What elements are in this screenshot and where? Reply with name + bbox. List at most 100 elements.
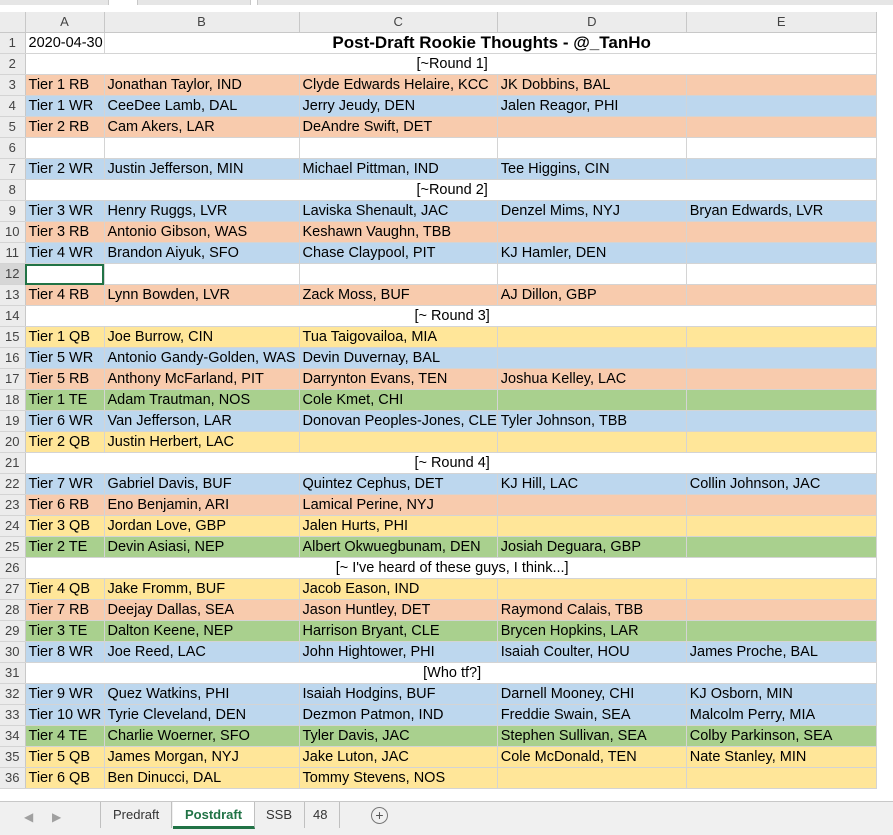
tier-cell[interactable]: Tier 4 WR: [25, 242, 105, 264]
player-cell[interactable]: AJ Dillon, GBP: [497, 284, 687, 306]
player-cell[interactable]: [497, 515, 687, 537]
player-cell[interactable]: Brycen Hopkins, LAR: [497, 620, 687, 642]
player-cell[interactable]: Quez Watkins, PHI: [104, 683, 300, 705]
sheet-tab-ssb[interactable]: SSB: [254, 802, 306, 828]
player-cell[interactable]: Laviska Shenault, JAC: [299, 200, 498, 222]
player-cell[interactable]: Tommy Stevens, NOS: [299, 767, 498, 789]
player-cell[interactable]: Freddie Swain, SEA: [497, 704, 687, 726]
player-cell[interactable]: Gabriel Davis, BUF: [104, 473, 300, 495]
player-cell[interactable]: Isaiah Coulter, HOU: [497, 641, 687, 663]
player-cell[interactable]: Keshawn Vaughn, TBB: [299, 221, 498, 243]
player-cell[interactable]: [686, 767, 877, 789]
player-cell[interactable]: CeeDee Lamb, DAL: [104, 95, 300, 117]
row-number[interactable]: 6: [0, 137, 26, 159]
tier-cell[interactable]: Tier 5 WR: [25, 347, 105, 369]
player-cell[interactable]: Cole McDonald, TEN: [497, 746, 687, 768]
row-number[interactable]: 11: [0, 242, 26, 264]
tier-cell[interactable]: Tier 2 RB: [25, 116, 105, 138]
player-cell[interactable]: Jalen Reagor, PHI: [497, 95, 687, 117]
tier-cell[interactable]: Tier 3 TE: [25, 620, 105, 642]
tier-cell[interactable]: Tier 4 RB: [25, 284, 105, 306]
empty-cell[interactable]: [686, 263, 877, 285]
player-cell[interactable]: Jerry Jeudy, DEN: [299, 95, 498, 117]
player-cell[interactable]: [686, 221, 877, 243]
player-cell[interactable]: [686, 431, 877, 453]
player-cell[interactable]: Cole Kmet, CHI: [299, 389, 498, 411]
prev-sheet-icon[interactable]: ◀: [24, 810, 34, 824]
player-cell[interactable]: Adam Trautman, NOS: [104, 389, 300, 411]
row-number[interactable]: 36: [0, 767, 26, 789]
player-cell[interactable]: Lamical Perine, NYJ: [299, 494, 498, 516]
player-cell[interactable]: [497, 221, 687, 243]
player-cell[interactable]: Raymond Calais, TBB: [497, 599, 687, 621]
column-header-e[interactable]: E: [686, 12, 877, 33]
round-header[interactable]: [~ I've heard of these guys, I think...]: [25, 557, 877, 579]
player-cell[interactable]: [686, 620, 877, 642]
player-cell[interactable]: Clyde Edwards Helaire, KCC: [299, 74, 498, 96]
round-header[interactable]: [Who tf?]: [25, 662, 877, 684]
player-cell[interactable]: Deejay Dallas, SEA: [104, 599, 300, 621]
horizontal-scrollbar[interactable]: [400, 808, 893, 822]
row-number[interactable]: 29: [0, 620, 26, 642]
tier-cell[interactable]: Tier 2 TE: [25, 536, 105, 558]
player-cell[interactable]: Jason Huntley, DET: [299, 599, 498, 621]
player-cell[interactable]: John Hightower, PHI: [299, 641, 498, 663]
row-number[interactable]: 4: [0, 95, 26, 117]
player-cell[interactable]: James Morgan, NYJ: [104, 746, 300, 768]
player-cell[interactable]: Dezmon Patmon, IND: [299, 704, 498, 726]
tier-cell[interactable]: Tier 8 WR: [25, 641, 105, 663]
player-cell[interactable]: Brandon Aiyuk, SFO: [104, 242, 300, 264]
player-cell[interactable]: Darrynton Evans, TEN: [299, 368, 498, 390]
player-cell[interactable]: KJ Hamler, DEN: [497, 242, 687, 264]
tier-cell[interactable]: Tier 4 TE: [25, 725, 105, 747]
tier-cell[interactable]: Tier 5 QB: [25, 746, 105, 768]
sheet-tab-48[interactable]: 48: [301, 802, 341, 828]
player-cell[interactable]: [686, 95, 877, 117]
row-number[interactable]: 9: [0, 200, 26, 222]
player-cell[interactable]: Jake Fromm, BUF: [104, 578, 300, 600]
row-number[interactable]: 17: [0, 368, 26, 390]
player-cell[interactable]: [497, 767, 687, 789]
player-cell[interactable]: Justin Herbert, LAC: [104, 431, 300, 453]
tier-cell[interactable]: Tier 6 RB: [25, 494, 105, 516]
tier-cell[interactable]: Tier 2 WR: [25, 158, 105, 180]
player-cell[interactable]: Charlie Woerner, SFO: [104, 725, 300, 747]
player-cell[interactable]: [686, 242, 877, 264]
empty-cell[interactable]: [497, 137, 687, 159]
column-header-b[interactable]: B: [104, 12, 300, 33]
player-cell[interactable]: [686, 158, 877, 180]
row-number[interactable]: 34: [0, 725, 26, 747]
player-cell[interactable]: Henry Ruggs, LVR: [104, 200, 300, 222]
player-cell[interactable]: Justin Jefferson, MIN: [104, 158, 300, 180]
player-cell[interactable]: Denzel Mims, NYJ: [497, 200, 687, 222]
round-header[interactable]: [~ Round 3]: [25, 305, 877, 327]
player-cell[interactable]: Devin Asiasi, NEP: [104, 536, 300, 558]
row-number[interactable]: 31: [0, 662, 26, 684]
tier-cell[interactable]: Tier 3 QB: [25, 515, 105, 537]
round-header[interactable]: [~Round 1]: [25, 53, 877, 75]
player-cell[interactable]: JK Dobbins, BAL: [497, 74, 687, 96]
player-cell[interactable]: Josiah Deguara, GBP: [497, 536, 687, 558]
player-cell[interactable]: Donovan Peoples-Jones, CLE: [299, 410, 498, 432]
player-cell[interactable]: [686, 347, 877, 369]
row-number[interactable]: 1: [0, 32, 26, 54]
player-cell[interactable]: Joe Burrow, CIN: [104, 326, 300, 348]
tier-cell[interactable]: Tier 3 WR: [25, 200, 105, 222]
column-header-d[interactable]: D: [497, 12, 687, 33]
next-sheet-icon[interactable]: ▶: [52, 810, 62, 824]
player-cell[interactable]: [497, 326, 687, 348]
row-number[interactable]: 28: [0, 599, 26, 621]
row-number[interactable]: 10: [0, 221, 26, 243]
player-cell[interactable]: Antonio Gandy-Golden, WAS: [104, 347, 300, 369]
player-cell[interactable]: [686, 368, 877, 390]
player-cell[interactable]: Tyler Davis, JAC: [299, 725, 498, 747]
tier-cell[interactable]: Tier 10 WR: [25, 704, 105, 726]
player-cell[interactable]: Jordan Love, GBP: [104, 515, 300, 537]
row-number[interactable]: 15: [0, 326, 26, 348]
sheet-tab-predraft[interactable]: Predraft: [100, 802, 173, 828]
player-cell[interactable]: [686, 74, 877, 96]
tier-cell[interactable]: Tier 1 TE: [25, 389, 105, 411]
row-number[interactable]: 14: [0, 305, 26, 327]
empty-cell[interactable]: [686, 137, 877, 159]
player-cell[interactable]: Stephen Sullivan, SEA: [497, 725, 687, 747]
